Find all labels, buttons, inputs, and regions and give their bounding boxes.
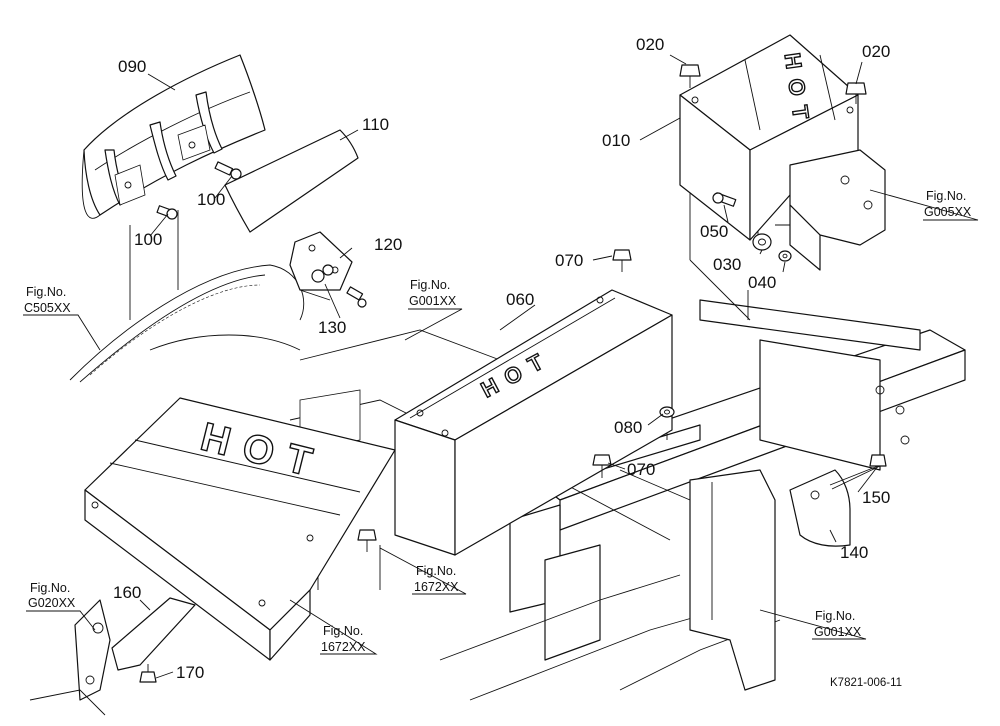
part-110-shield-strip xyxy=(224,129,359,233)
fig-ref-g001-bottom: Fig.No. G001XX xyxy=(814,609,862,639)
svg-text:Fig.No.: Fig.No. xyxy=(26,285,66,299)
svg-text:Fig.No.: Fig.No. xyxy=(410,278,450,292)
svg-text:Fig.No.: Fig.No. xyxy=(323,624,363,638)
fig-references: Fig.No. C505XX Fig.No. G001XX Fig.No. G0… xyxy=(24,189,972,654)
callout-150: 150 xyxy=(862,488,890,507)
part-100-bolts xyxy=(156,161,242,220)
svg-text:Fig.No.: Fig.No. xyxy=(815,609,855,623)
part-090-mower-shield xyxy=(81,54,266,219)
svg-text:C505XX: C505XX xyxy=(24,301,71,315)
part-120-bracket xyxy=(289,231,353,301)
callout-020-left: 020 xyxy=(636,35,664,54)
drawing-code: K7821-006-11 xyxy=(830,677,902,689)
svg-text:G001XX: G001XX xyxy=(814,625,862,639)
bracket-g005 xyxy=(789,149,886,271)
svg-text:Fig.No.: Fig.No. xyxy=(926,189,966,203)
part-020-bolts xyxy=(679,64,867,104)
svg-text:1672XX: 1672XX xyxy=(321,640,366,654)
callout-070-lower: 070 xyxy=(627,460,655,479)
part-050-bolt xyxy=(712,192,737,207)
callout-120: 120 xyxy=(374,235,402,254)
part-080-washer xyxy=(659,406,675,418)
part-150-bolt xyxy=(829,454,887,490)
svg-text:G001XX: G001XX xyxy=(409,294,457,308)
callout-170: 170 xyxy=(176,663,204,682)
part-060-long-shield: HOT xyxy=(394,289,673,556)
callout-010: 010 xyxy=(602,131,630,150)
callout-labels: 090 110 100 100 120 130 060 070 070 080 … xyxy=(113,35,890,682)
callout-160: 160 xyxy=(113,583,141,602)
fig-ref-g020: Fig.No. G020XX xyxy=(28,581,76,610)
callout-030: 030 xyxy=(713,255,741,274)
fig-ref-1672-bottom: Fig.No. 1672XX xyxy=(321,624,366,654)
part-030-spacer xyxy=(752,233,772,251)
callout-100-upper: 100 xyxy=(197,190,225,209)
callout-100-lower: 100 xyxy=(134,230,162,249)
part-040-washer xyxy=(778,250,792,262)
svg-text:G020XX: G020XX xyxy=(28,596,76,610)
svg-text:G005XX: G005XX xyxy=(924,205,972,219)
callout-080: 080 xyxy=(614,418,642,437)
callout-110: 110 xyxy=(362,115,389,134)
callout-140: 140 xyxy=(840,543,868,562)
callout-050: 050 xyxy=(700,222,728,241)
part-170-bolt xyxy=(139,664,157,683)
part-160-plate xyxy=(111,597,196,671)
callout-130: 130 xyxy=(318,318,346,337)
frame-g020 xyxy=(29,599,111,716)
fig-ref-g001-top: Fig.No. G001XX xyxy=(409,278,457,308)
callout-040: 040 xyxy=(748,273,776,292)
callout-060: 060 xyxy=(506,290,534,309)
callout-leaders xyxy=(23,54,979,679)
part-140-bracket xyxy=(789,469,851,547)
callout-090: 090 xyxy=(118,57,146,76)
chassis-frame xyxy=(69,264,966,701)
svg-text:Fig.No.: Fig.No. xyxy=(30,581,70,595)
svg-text:Fig.No.: Fig.No. xyxy=(416,564,456,578)
callout-020-right: 020 xyxy=(862,42,890,61)
fig-ref-g005: Fig.No. G005XX xyxy=(924,189,972,219)
svg-text:1672XX: 1672XX xyxy=(414,580,459,594)
part-070-bolts xyxy=(357,249,632,552)
callout-070-upper: 070 xyxy=(555,251,583,270)
fig-ref-c505: Fig.No. C505XX xyxy=(24,285,71,315)
fig-ref-1672-mid: Fig.No. 1672XX xyxy=(414,564,459,594)
part-130-bolts xyxy=(311,264,367,308)
